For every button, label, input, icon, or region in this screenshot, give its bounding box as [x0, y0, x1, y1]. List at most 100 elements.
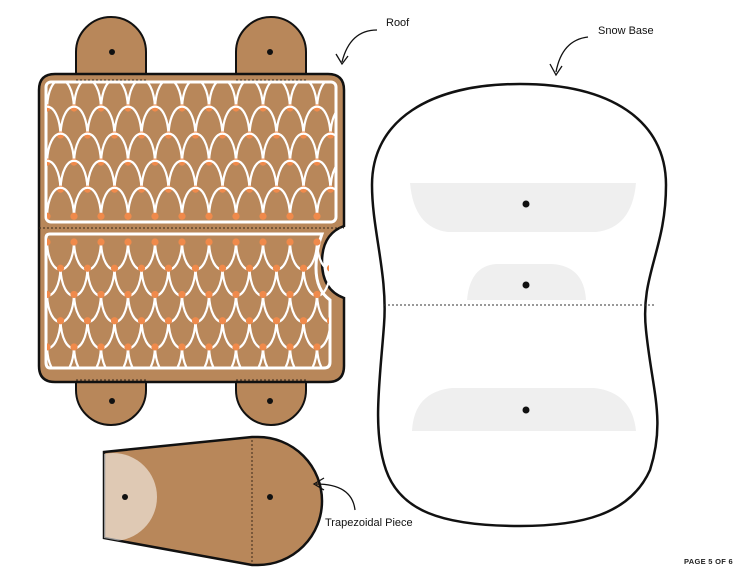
- icing-scallop: [275, 105, 305, 136]
- icing-scallop: [86, 105, 116, 136]
- roof-hole: [267, 398, 273, 404]
- roof-tab-top-left: [75, 16, 147, 81]
- candy-dot: [313, 290, 321, 299]
- candy-dot: [299, 264, 308, 272]
- icing-scallop: [315, 186, 335, 217]
- candy-dot: [326, 317, 329, 325]
- trapezoid-hole: [122, 494, 128, 500]
- page-number: PAGE 5 OF 6: [684, 557, 733, 566]
- candy-dot: [56, 317, 65, 325]
- candy-dot: [354, 131, 361, 138]
- icing-scallop: [47, 346, 76, 367]
- icing-scallop: [261, 186, 292, 217]
- icing-scallop: [261, 346, 292, 367]
- candy-dot: [47, 343, 51, 351]
- candy-dot: [259, 238, 267, 246]
- icing-scallop: [221, 159, 251, 190]
- candy-dot: [70, 238, 78, 246]
- candy-dot: [191, 264, 200, 272]
- icing-scallop: [167, 105, 197, 136]
- candy-dot: [30, 186, 37, 193]
- candy-dot: [151, 212, 159, 220]
- icing-scallop: [99, 186, 130, 217]
- icing-scallop: [207, 186, 238, 217]
- icing-scallop: [329, 105, 335, 136]
- icing-scallop: [234, 346, 265, 367]
- icing-scallop: [234, 83, 265, 109]
- candy-dot: [191, 317, 200, 325]
- candy-dot: [286, 238, 294, 246]
- icing-scallop: [126, 83, 157, 109]
- candy-dot: [47, 290, 51, 299]
- trapezoid-body: [102, 435, 324, 567]
- icing-scallop: [113, 159, 143, 190]
- candy-dot: [30, 131, 37, 138]
- icing-scallop: [315, 294, 329, 324]
- label-roof: Roof: [386, 17, 410, 29]
- icing-scallop: [288, 346, 319, 367]
- trapezoidal-piece: [102, 435, 324, 567]
- snow-hole: [522, 281, 530, 289]
- icing-scallop: [180, 346, 211, 367]
- trapezoid-hole: [267, 494, 273, 500]
- candy-dot: [178, 343, 186, 351]
- icing-scallop: [344, 80, 371, 108]
- icing-scallop: [47, 268, 62, 297]
- candy-dot: [83, 317, 92, 325]
- candy-dot: [16, 343, 23, 350]
- candy-dot: [299, 317, 308, 325]
- candy-dot: [205, 238, 213, 246]
- icing-scallop: [248, 159, 278, 190]
- icing-scallop: [72, 186, 103, 217]
- candy-dot: [16, 159, 23, 166]
- candy-dot: [178, 238, 186, 246]
- candy-dot: [245, 264, 254, 272]
- candy-dot: [178, 290, 186, 299]
- candy-dot: [30, 265, 37, 272]
- candy-dot: [16, 104, 23, 111]
- candy-dot: [124, 212, 132, 220]
- roof-tab-top-right: [235, 16, 307, 81]
- candy-dot: [16, 213, 23, 220]
- snow-hole: [522, 406, 530, 414]
- icing-scallop: [315, 346, 329, 367]
- candy-dot: [286, 343, 294, 351]
- candy-dot: [124, 238, 132, 246]
- icing-scallop: [288, 132, 319, 163]
- candy-dot: [313, 212, 321, 220]
- candy-dot: [70, 290, 78, 299]
- snow-slot: [410, 183, 636, 232]
- icing-scallop: [288, 186, 319, 217]
- candy-dot: [326, 264, 329, 272]
- candy-dot: [47, 212, 51, 220]
- icing-scallop: [126, 132, 157, 163]
- candy-dot: [151, 343, 159, 351]
- icing-scallop: [47, 105, 62, 136]
- roof-hole: [109, 398, 115, 404]
- candy-dot: [232, 290, 240, 299]
- candy-dot: [272, 317, 281, 325]
- icing-scallop: [315, 241, 329, 271]
- candy-dot: [16, 291, 23, 298]
- icing-scallop: [59, 159, 89, 190]
- candy-dot: [259, 290, 267, 299]
- candy-dot: [218, 317, 227, 325]
- trapezoid-arrow-icon: [312, 477, 356, 511]
- candy-dot: [47, 238, 51, 246]
- icing-scallop: [234, 132, 265, 163]
- trapezoid-snow-cap: [104, 453, 157, 541]
- roof-piece: [16, 16, 371, 426]
- icing-scallop: [180, 186, 211, 217]
- candy-dot: [178, 212, 186, 220]
- icing-scallop: [221, 105, 251, 136]
- candy-dot: [124, 290, 132, 299]
- icing-scallop: [47, 83, 76, 109]
- icing-scallop: [329, 159, 335, 190]
- candy-dot: [83, 264, 92, 272]
- icing-scallop: [194, 105, 224, 136]
- label-trapezoidal-piece: Trapezoidal Piece: [325, 517, 413, 529]
- candy-dot: [286, 290, 294, 299]
- icing-scallop: [315, 132, 335, 163]
- candy-dot: [97, 343, 105, 351]
- candy-dot: [124, 343, 132, 351]
